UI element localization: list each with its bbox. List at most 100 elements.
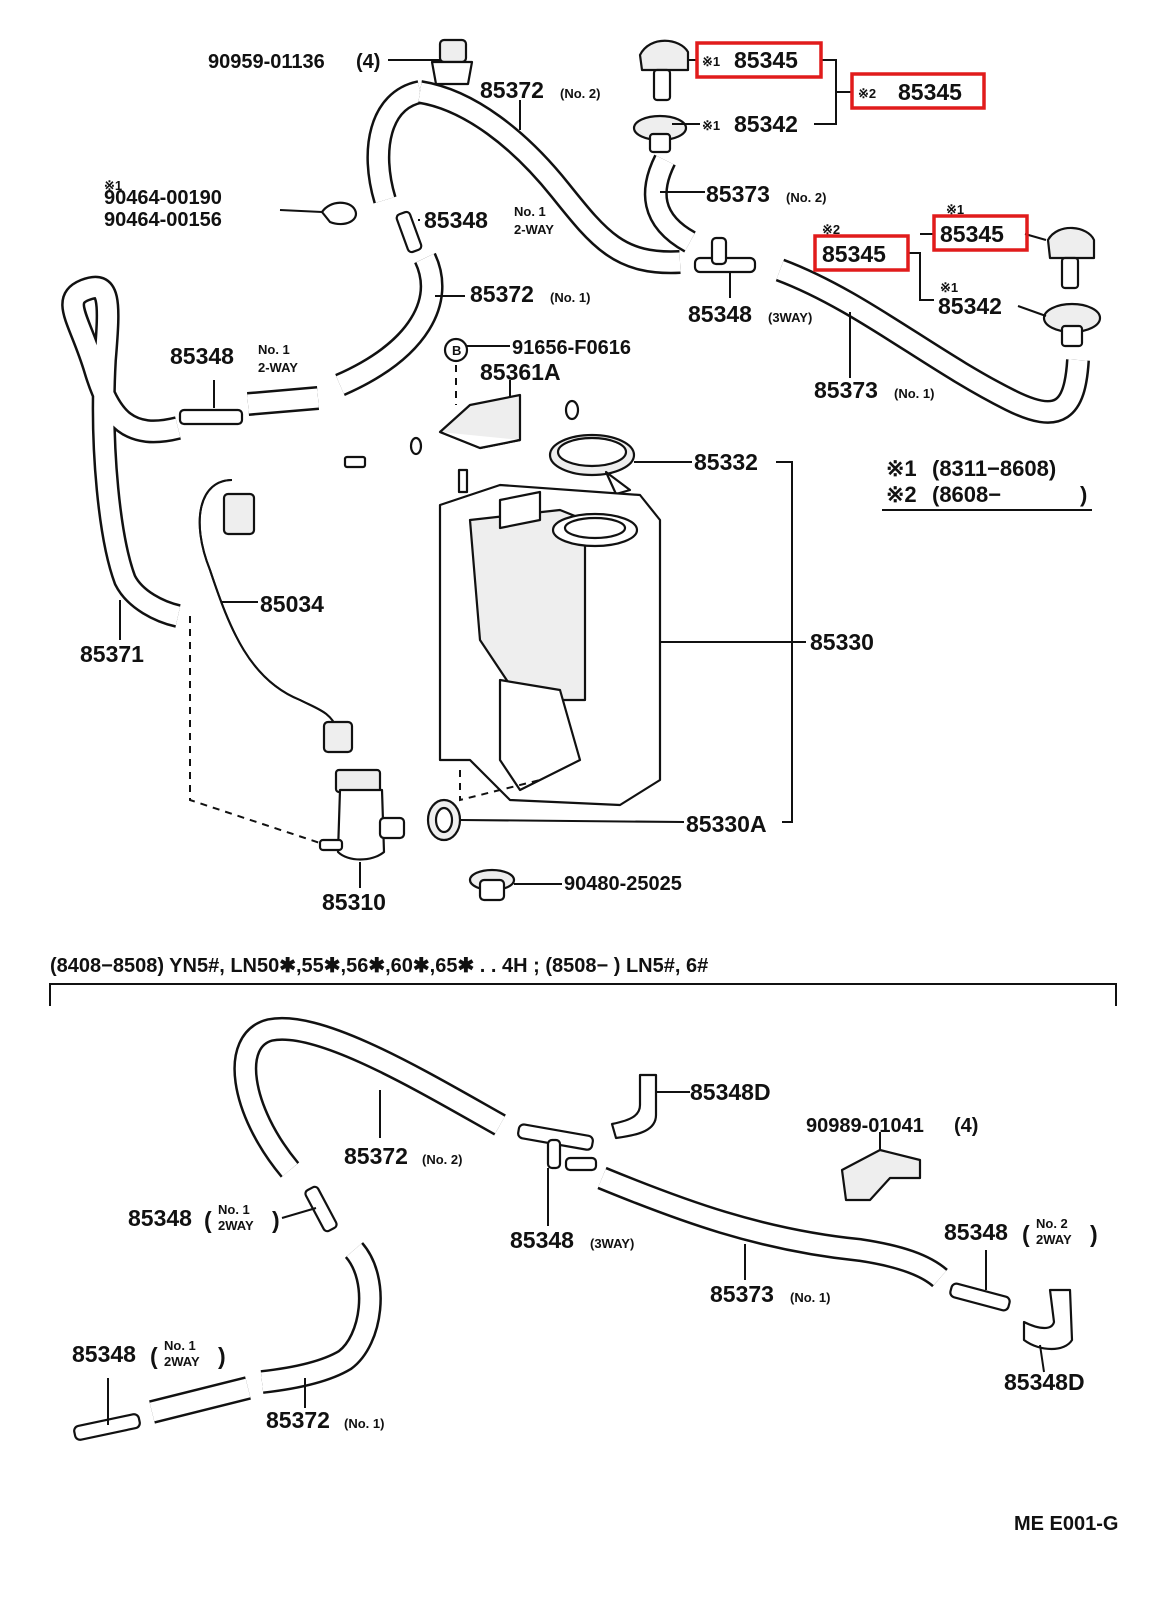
label-clamp-ref1: 90464-00190 — [104, 187, 222, 209]
mark-nozzle-b2: ※2 — [822, 222, 840, 237]
label-conn-2way-left-sub: No. 1 — [258, 342, 290, 357]
label-hose-no2-upper-sub: (No. 2) — [560, 86, 600, 101]
highlight-nozzle-b2 — [813, 234, 910, 272]
connector-2way-upper-icon — [395, 210, 423, 254]
label-bolt-mark: B — [452, 343, 461, 358]
legend-range2: (8608− — [932, 482, 1001, 507]
lower-label-2way-b-sub2: 2WAY — [1036, 1232, 1072, 1247]
lower-applicability: (8408−8508) YN5#, LN50✱,55✱,56✱,60✱,65✱ … — [50, 955, 708, 977]
nozzle-85345-b-icon — [1046, 226, 1096, 290]
label-conn-2way-left: 85348 — [170, 343, 234, 369]
lower-paren-close-c: ) — [218, 1343, 226, 1369]
label-conn-3way-upper-sub: (3WAY) — [768, 310, 812, 325]
lower-label-2way-a-sub: No. 1 — [218, 1202, 250, 1217]
dashed-tank-link — [459, 770, 541, 802]
lower-label-hose-no1-right: 85373 — [710, 1281, 774, 1307]
lower-label-2way-c-sub: No. 1 — [164, 1338, 196, 1353]
lower-clip-90989-icon — [840, 1148, 922, 1202]
lower-label-hose-no2: 85372 — [344, 1143, 408, 1169]
label-plug: 90480-25025 — [564, 873, 682, 895]
label-bracket: 85361A — [480, 359, 561, 385]
legend-range1: (8311−8608) — [932, 456, 1056, 481]
lower-label-2way-c-sub2: 2WAY — [164, 1354, 200, 1369]
lower-label-2way-a-sub2: 2WAY — [218, 1218, 254, 1233]
pump-85310-icon — [318, 768, 406, 861]
nozzle-85345-a-icon — [638, 39, 690, 102]
lower-paren-close-a: ) — [272, 1207, 280, 1233]
lower-label-2way-b-sub: No. 2 — [1036, 1216, 1068, 1231]
lower-label-2way-a: 85348 — [128, 1205, 192, 1231]
label-nozzle-base-a: 85342 — [734, 111, 798, 137]
label-hose-no2-short-sub: (No. 2) — [786, 190, 826, 205]
mark-nozzle-group: ※2 — [858, 86, 876, 101]
lower-paren-open-b: ( — [1022, 1221, 1030, 1247]
label-clip-upper-qty: (4) — [356, 51, 380, 73]
highlight-nozzle-group — [850, 72, 986, 110]
label-tank: 85330 — [810, 629, 874, 655]
cap-85332-icon — [548, 433, 636, 496]
label-hose-no1-upper: 85372 — [470, 281, 534, 307]
clamp-90464-icon — [320, 201, 358, 226]
plug-90480-icon — [468, 868, 516, 902]
label-hose-left: 85371 — [80, 641, 144, 667]
grommet-85330a-icon — [426, 798, 462, 842]
label-hose-no1-upper-sub: (No. 1) — [550, 290, 590, 305]
label-nozzle-a: 85345 — [734, 47, 798, 73]
lower-label-2way-b: 85348 — [944, 1219, 1008, 1245]
label-nozzle-group: 85345 — [898, 79, 962, 105]
lower-label-hose-no1-right-sub: (No. 1) — [790, 1290, 830, 1305]
washer-tank-85330-icon — [438, 468, 662, 807]
lower-label-elbow-d-lower: 85348D — [1004, 1369, 1085, 1395]
lower-bracket-line — [49, 983, 1117, 1006]
nozzle-base-85342-a-icon — [632, 114, 688, 154]
connector-2way-left-icon — [178, 408, 244, 426]
bracket-85361a-icon — [438, 393, 522, 450]
lower-label-elbow-d-upper: 85348D — [690, 1079, 771, 1105]
lower-label-clip: 90989-01041 — [806, 1115, 924, 1137]
lower-elbow-85348d-upper-icon — [610, 1073, 658, 1140]
washer-icon — [343, 399, 580, 469]
label-hose-no1-right-sub: (No. 1) — [894, 386, 934, 401]
label-clip-upper: 90959-01136 — [208, 51, 325, 73]
label-cap: 85332 — [694, 449, 758, 475]
legend-range2-close: ) — [1080, 482, 1087, 507]
lower-label-hose-no2-sub: (No. 2) — [422, 1152, 462, 1167]
lower-elbow-85348d-lower-icon — [1022, 1288, 1074, 1351]
footer-code: ME E001-G — [1014, 1513, 1118, 1535]
label-hose-no1-right: 85373 — [814, 377, 878, 403]
dashed-pump-link — [189, 616, 321, 844]
label-hose-no2-short: 85373 — [706, 181, 770, 207]
label-pump: 85310 — [322, 889, 386, 915]
label-nozzle-base-b: 85342 — [938, 293, 1002, 319]
lower-3way-connector-icon — [517, 1123, 598, 1172]
lower-label-3way-sub: (3WAY) — [590, 1236, 634, 1251]
label-clamp-ref2: 90464-00156 — [104, 209, 222, 231]
highlight-nozzle-a — [695, 41, 823, 79]
clip-90959-icon — [430, 38, 474, 86]
lower-2way-b-icon — [949, 1282, 1011, 1312]
label-hose-no2-upper: 85372 — [480, 77, 544, 103]
label-conn-3way-upper: 85348 — [688, 301, 752, 327]
lower-2way-c-icon — [73, 1413, 141, 1441]
lower-label-hose-no1-bottom: 85372 — [266, 1407, 330, 1433]
lower-paren-close-b: ) — [1090, 1221, 1098, 1247]
label-grommet: 85330A — [686, 811, 767, 837]
lower-label-3way: 85348 — [510, 1227, 574, 1253]
nozzle-base-85342-b-icon — [1042, 302, 1102, 348]
mark-nozzle-base-a: ※1 — [702, 118, 720, 133]
highlight-nozzle-b1 — [932, 214, 1029, 252]
lower-label-hose-no1-bottom-sub: (No. 1) — [344, 1416, 384, 1431]
label-wire: 85034 — [260, 591, 324, 617]
mark-nozzle-a: ※1 — [702, 54, 720, 69]
legend-mark1: ※1 — [886, 456, 917, 481]
label-conn-2way-upper: 85348 — [424, 207, 488, 233]
label-conn-2way-upper-sub2: 2-WAY — [514, 222, 554, 237]
label-conn-2way-left-sub2: 2-WAY — [258, 360, 298, 375]
legend-mark2: ※2 — [886, 482, 917, 507]
mark-nozzle-base-b: ※1 — [940, 280, 958, 295]
lower-2way-a-icon — [304, 1185, 338, 1233]
lower-paren-open-c: ( — [150, 1343, 158, 1369]
label-nozzle-b2: 85345 — [822, 241, 886, 267]
label-bolt: 91656-F0616 — [512, 337, 631, 359]
